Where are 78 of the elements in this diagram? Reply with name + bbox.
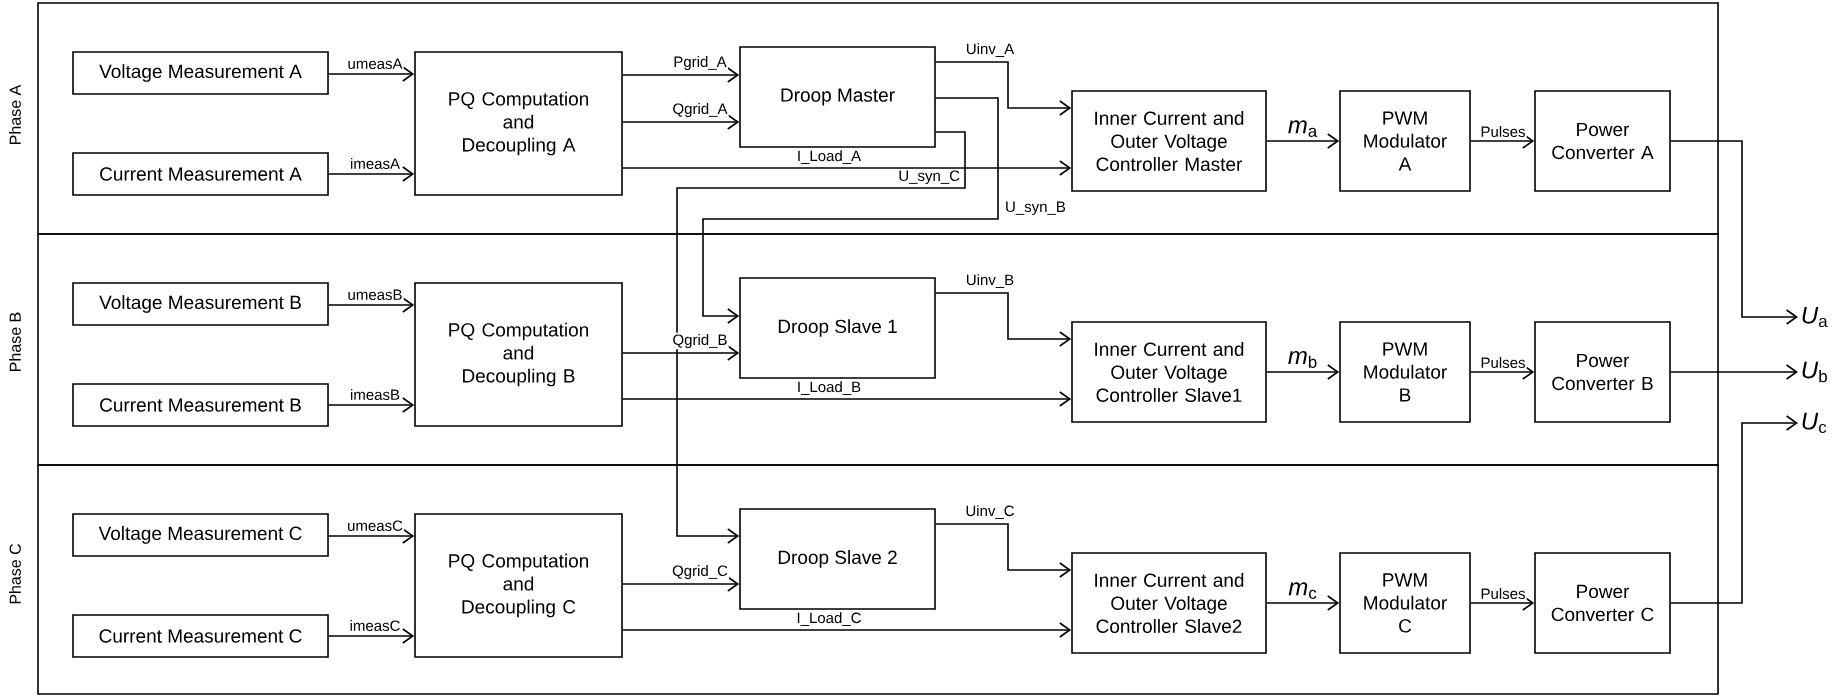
phase-label: Phase C	[9, 543, 21, 604]
arrow	[328, 397, 415, 413]
edge-label: Pgrid_A	[672, 54, 728, 72]
edge-label: U_syn_C	[897, 169, 962, 186]
edge-label: m$_{c}$	[1287, 581, 1319, 601]
computation-box: PQ Computation and Decoupling C	[414, 513, 623, 658]
droop-box: Droop Master	[739, 46, 936, 148]
modulator-box: PWM Modulator A	[1339, 90, 1471, 192]
edge-label: imeasC	[348, 618, 402, 633]
arrow	[622, 160, 1072, 176]
controller-box: Inner Current and Outer Voltage Controller Slave1	[1071, 321, 1267, 423]
edge-label: Pulses	[1479, 124, 1527, 139]
arrow	[622, 576, 740, 592]
edge-label: umeasA	[346, 57, 404, 71]
arrow	[622, 114, 740, 130]
droop-box: Droop Slave 2	[739, 508, 936, 610]
converter-box: Power Converter A	[1534, 90, 1671, 192]
arrow	[328, 297, 415, 313]
output-label: U$_{a}$	[1802, 306, 1828, 328]
arrow	[622, 622, 1072, 638]
edge-label: Uinv_B	[964, 272, 1016, 290]
edge-label: Uinv_C	[964, 503, 1016, 521]
arrow	[1670, 140, 1798, 325]
edge-label: imeasA	[348, 156, 402, 171]
edge-label: umeasC	[345, 519, 405, 533]
arrow	[328, 628, 415, 644]
output-label: U$_{b}$	[1802, 361, 1827, 383]
converter-box: Power Converter C	[1534, 552, 1671, 654]
edge-label: I_Load_B	[795, 379, 863, 397]
arrow	[1470, 364, 1535, 380]
edge-label: m$_{b}$	[1286, 349, 1320, 370]
arrow	[935, 292, 1072, 347]
arrow	[1470, 595, 1535, 611]
arrow	[622, 391, 1072, 407]
output-label: U$_{c}$	[1802, 412, 1827, 434]
arrow	[1266, 364, 1340, 380]
edge-label: Pulses	[1479, 355, 1527, 370]
edge-label: Qgrid_B	[671, 332, 729, 350]
edge-label: umeasB	[346, 288, 404, 302]
arrow	[622, 345, 740, 361]
measurement-box: Voltage Measurement C	[72, 513, 329, 557]
modulator-box: PWM Modulator B	[1339, 321, 1471, 423]
converter-box: Power Converter B	[1534, 321, 1671, 423]
computation-box: PQ Computation and Decoupling B	[414, 282, 623, 427]
edge-label: Qgrid_A	[671, 101, 729, 119]
arrow	[328, 66, 415, 82]
edge-label: I_Load_A	[795, 148, 863, 166]
arrow	[1470, 133, 1535, 149]
arrow	[702, 97, 999, 324]
edge-label: U_syn_B	[1003, 200, 1068, 217]
arrow	[676, 131, 966, 544]
measurement-box: Current Measurement C	[72, 614, 329, 658]
arrow	[1670, 415, 1798, 604]
droop-box: Droop Slave 1	[739, 277, 936, 379]
measurement-box: Current Measurement A	[72, 152, 329, 196]
arrow	[1266, 133, 1340, 149]
arrow	[328, 528, 415, 544]
phase-label: Phase A	[9, 84, 21, 144]
edge-label: Uinv_A	[964, 41, 1016, 59]
edge-label: I_Load_C	[795, 610, 863, 628]
arrow	[1266, 595, 1340, 611]
controller-box: Inner Current and Outer Voltage Controller Master	[1071, 90, 1267, 192]
arrow	[328, 166, 415, 182]
edge-label: imeasB	[348, 387, 402, 402]
computation-box: PQ Computation and Decoupling A	[414, 51, 623, 196]
arrow	[1670, 364, 1798, 380]
measurement-box: Voltage Measurement B	[72, 282, 329, 326]
arrow	[622, 67, 740, 83]
measurement-box: Current Measurement B	[72, 383, 329, 427]
arrow	[935, 523, 1072, 578]
modulator-box: PWM Modulator C	[1339, 552, 1471, 654]
controller-box: Inner Current and Outer Voltage Controller Slave2	[1071, 552, 1267, 654]
phase-label: Phase B	[9, 312, 21, 371]
measurement-box: Voltage Measurement A	[72, 51, 329, 95]
edge-label: Qgrid_C	[670, 563, 730, 581]
edge-label: m$_{a}$	[1286, 119, 1320, 139]
arrow	[935, 61, 1072, 116]
edge-label: Pulses	[1479, 586, 1527, 601]
